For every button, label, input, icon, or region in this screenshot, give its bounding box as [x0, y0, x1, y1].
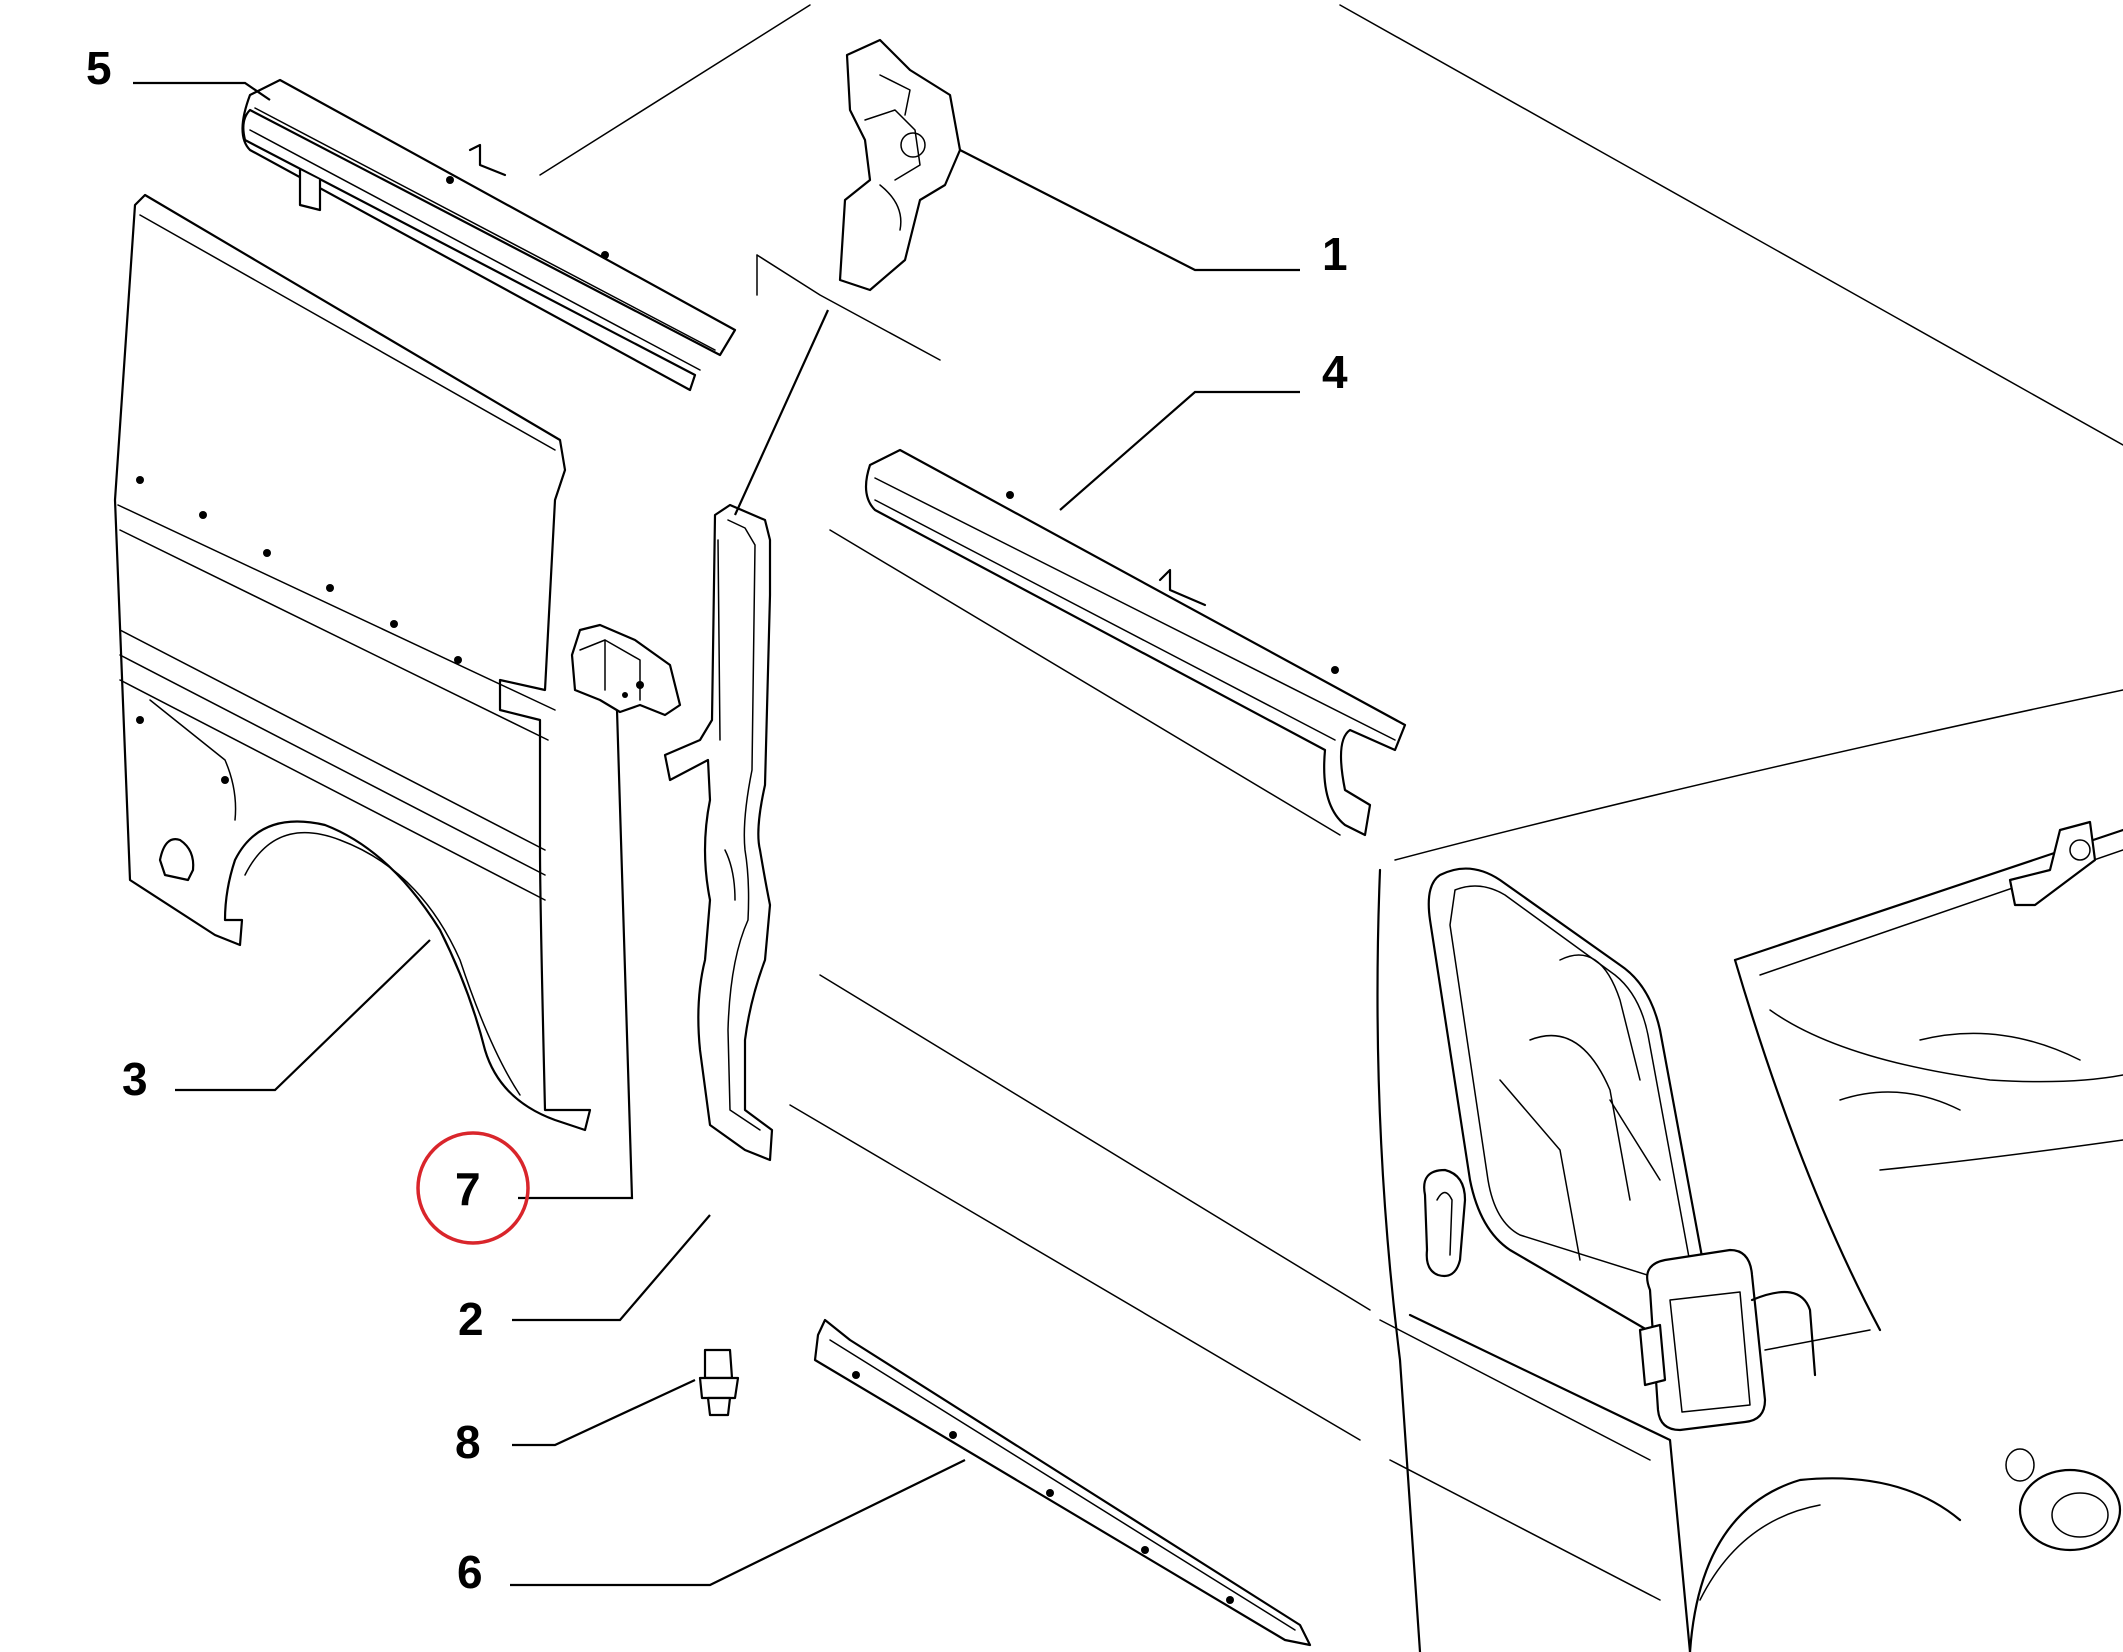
- callout-8: 8: [455, 1416, 481, 1468]
- part-4-upper-rail: [864, 448, 1407, 837]
- side-mirror: [1638, 1248, 1871, 1432]
- part-2-pillar: [663, 503, 774, 1162]
- door-handle: [1423, 1168, 1467, 1278]
- leader-pillar-top: [733, 309, 830, 516]
- leader-4: [1059, 390, 1300, 511]
- leader-7: [518, 709, 634, 1200]
- roof-bracket: [2008, 820, 2097, 907]
- leader-lines: [133, 81, 1300, 1587]
- part-3-side-panel: [113, 193, 592, 1132]
- part-5-upper-rail: [241, 78, 737, 392]
- part-1-bracket: [838, 38, 962, 292]
- leader-6: [510, 1459, 966, 1587]
- leader-5: [133, 81, 271, 101]
- leader-8: [512, 1379, 696, 1447]
- vehicle-body-outline: [539, 4, 2123, 1652]
- callout-1: 1: [1322, 228, 1348, 280]
- leader-1: [959, 149, 1300, 272]
- callout-2: 2: [458, 1293, 484, 1345]
- windshield: [1733, 828, 2123, 1332]
- leader-2: [512, 1214, 711, 1322]
- callout-3: 3: [122, 1053, 148, 1105]
- callout-7: 7: [455, 1163, 481, 1215]
- callout-4: 4: [1322, 346, 1348, 398]
- callout-6: 6: [457, 1546, 483, 1598]
- part-6-sill: [813, 1318, 1312, 1647]
- leader-3: [175, 939, 431, 1092]
- highlight-circle: [416, 1131, 530, 1245]
- callout-labels: 1 2 3 4 5 6 7 8: [86, 42, 1348, 1598]
- headlight: [2005, 1448, 2122, 1552]
- part-8-stud: [698, 1348, 740, 1417]
- callout-5: 5: [86, 42, 112, 94]
- part-7-bracket: [570, 623, 682, 717]
